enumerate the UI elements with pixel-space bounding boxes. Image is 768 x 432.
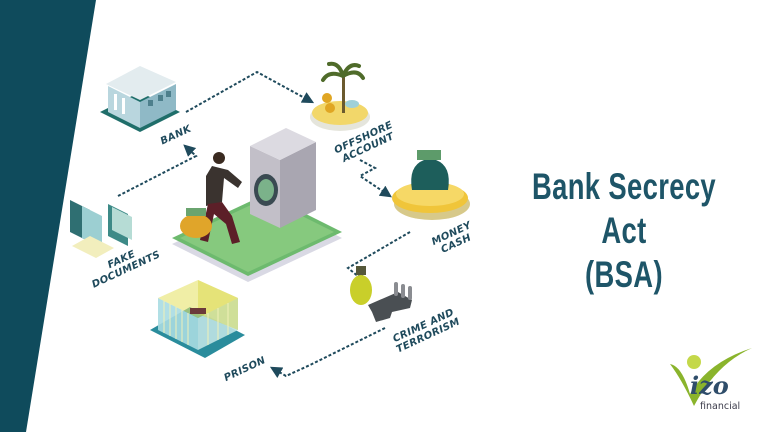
vizo-logo-icon — [670, 348, 752, 406]
bank-building-icon — [100, 66, 180, 132]
logo-wordmark: izo — [690, 371, 729, 400]
title-line-1: Bank Secrecy Act — [531, 166, 717, 251]
page-title: Bank Secrecy Act (BSA) — [517, 165, 730, 297]
logo-subtitle: financial — [700, 401, 741, 412]
grenade-gun-icon — [350, 266, 412, 322]
money-laundering-machine — [172, 128, 342, 282]
title-line-2: (BSA) — [585, 254, 663, 295]
offshore-island-icon — [310, 61, 370, 131]
money-bag-icon — [392, 150, 470, 220]
prison-cell-icon — [150, 280, 245, 358]
fake-documents-icon — [70, 200, 132, 258]
